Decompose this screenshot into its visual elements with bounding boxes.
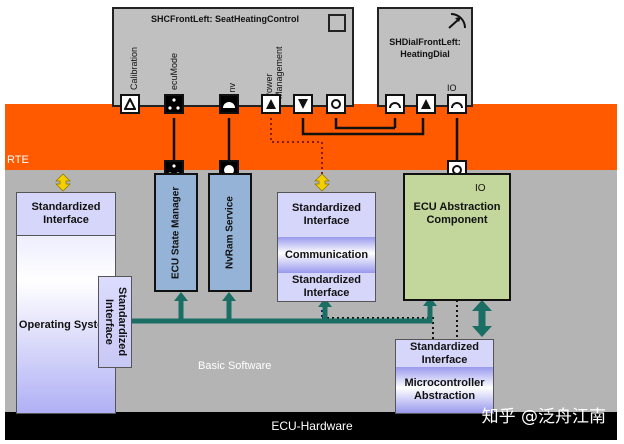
heating-dial-title-1: SHDialFrontLeft:: [389, 37, 461, 47]
rte-arrow-os: [55, 173, 71, 192]
nvram-service-label: NvRam Service: [224, 196, 236, 269]
os-name: Operating System: [18, 318, 114, 331]
seat-heating-control-title: SHCFrontLeft: SeatHeatingControl: [151, 14, 299, 24]
circle-connector: [334, 118, 395, 130]
comm-dotted: [322, 317, 434, 412]
bus-arrow-comm: [318, 298, 332, 307]
port-power-management[interactable]: [261, 94, 281, 114]
port-label-ecumode: ecuMode: [169, 53, 179, 91]
triangle-up-icon: [266, 99, 276, 109]
os-side-interface-label: Standardized Interface: [103, 287, 128, 357]
mcal-label: Microcontroller Abstraction: [396, 367, 493, 413]
mcal-standardized-interface: Standardized Interface: [396, 340, 493, 368]
communication-block[interactable]: Standardized Interface Communication Sta…: [277, 192, 376, 302]
circle-filled-icon: [224, 165, 234, 175]
bsw-bus: [122, 305, 433, 324]
port-circle-service[interactable]: [326, 94, 346, 114]
arc-connector: [301, 118, 425, 136]
bus-arrow-nvram: [222, 292, 236, 301]
seat-heating-control-swc[interactable]: SHCFrontLeft: SeatHeatingControl Calibra…: [112, 7, 354, 107]
bus-arrow-ecum: [174, 292, 188, 301]
arc-icon: [451, 102, 463, 109]
heating-dial-swc[interactable]: SHDialFrontLeft: HeatingDial IO: [377, 7, 473, 107]
dial-gauge-icon: [448, 13, 466, 29]
ecu-abs-io-label: IO: [475, 183, 486, 194]
arc-icon: [389, 102, 401, 109]
watermark: 知乎 @泛舟江南: [481, 407, 606, 427]
rte-label: RTE: [7, 154, 29, 166]
power-mgmt-dotted: [270, 118, 323, 175]
component-icon: [328, 14, 346, 32]
dial-port-triangle[interactable]: [416, 94, 436, 114]
os-standardized-interface: Standardized Interface: [17, 193, 115, 236]
dial-port-io[interactable]: [447, 94, 467, 114]
bus-arrow-ecuabs: [423, 297, 437, 306]
port-calibration[interactable]: [120, 94, 140, 114]
ecuabs-mcal-arrow-up: [472, 300, 492, 311]
port-ecumode[interactable]: [164, 94, 184, 114]
comm-standardized-interface-top: Standardized Interface: [278, 193, 375, 238]
ecu-hardware-label: ECU-Hardware: [271, 419, 353, 433]
port-label-nv: nv: [227, 83, 237, 93]
three-dots-icon: [168, 98, 180, 110]
ecuabs-mcal-arrow-down: [472, 326, 492, 337]
dial-io-label: IO: [447, 83, 457, 93]
triangle-up-icon: [421, 99, 431, 109]
nvram-service-block[interactable]: NvRam Service: [208, 173, 252, 292]
ecu-state-manager-block[interactable]: ECU State Manager: [154, 173, 198, 292]
ecu-abstraction-label: ECU Abstraction Component: [413, 201, 501, 226]
comm-standardized-interface-bottom: Standardized Interface: [278, 273, 375, 301]
basic-software-label: Basic Software: [198, 360, 272, 372]
rte-arrow-comm: [314, 173, 330, 192]
triangle-outline-icon: [124, 98, 136, 110]
triangle-down-icon: [298, 99, 308, 109]
heating-dial-title-2: HeatingDial: [400, 49, 450, 59]
dial-port-arc-1[interactable]: [385, 94, 405, 114]
half-circle-icon: [223, 102, 235, 108]
ecu-abstraction-block[interactable]: IO ECU Abstraction Component: [403, 173, 511, 301]
ecu-state-manager-label: ECU State Manager: [170, 186, 182, 279]
port-nv[interactable]: [219, 94, 239, 114]
port-label-power-management: Power Management: [264, 46, 284, 99]
os-side-interface[interactable]: Standardized Interface: [98, 276, 132, 368]
circle-icon: [331, 99, 341, 109]
rte-layer: [5, 104, 617, 170]
communication-label: Communication: [278, 237, 375, 274]
ecu-hardware-layer: [5, 412, 617, 440]
microcontroller-abstraction-block[interactable]: Standardized Interface Microcontroller A…: [395, 339, 494, 414]
port-heating-request[interactable]: [293, 94, 313, 114]
port-label-calibration: Calibration: [129, 47, 139, 91]
